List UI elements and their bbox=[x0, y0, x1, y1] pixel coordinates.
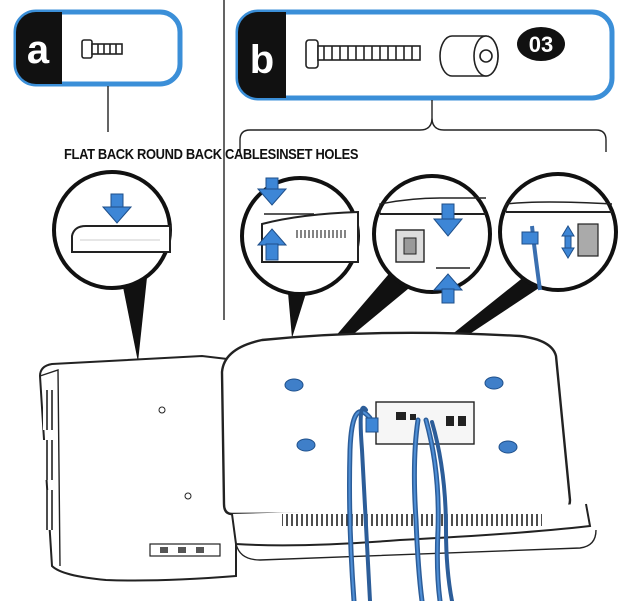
arrow-down-icon bbox=[101, 193, 133, 224]
mount-hole bbox=[498, 440, 518, 454]
caption-cables: CABLES bbox=[224, 146, 276, 163]
spacer-icon bbox=[439, 35, 499, 77]
detail-flat-back bbox=[52, 170, 172, 362]
short-screw-icon bbox=[81, 39, 123, 59]
mount-hole bbox=[484, 376, 504, 390]
arrow-up-icon bbox=[256, 228, 288, 261]
panel-a: a bbox=[13, 9, 183, 132]
mount-hole bbox=[284, 378, 304, 392]
arrow-up-icon bbox=[432, 273, 464, 304]
arrow-down-icon bbox=[256, 177, 288, 206]
monitor-flat-back bbox=[38, 354, 237, 582]
part-number-text: 03 bbox=[529, 32, 553, 57]
caption-round-back: ROUND BACK bbox=[137, 146, 222, 163]
panel-b: b 03 bbox=[235, 9, 615, 152]
detail-round-back bbox=[240, 176, 360, 338]
long-screw-icon bbox=[305, 39, 421, 69]
caption-flat-back: FLAT BACK bbox=[64, 146, 134, 163]
detail-captions: FLAT BACK ROUND BACK CABLESINSET HOLES bbox=[64, 146, 359, 163]
mount-hole bbox=[296, 438, 316, 452]
panel-a-letter: a bbox=[27, 28, 50, 72]
part-number-badge bbox=[517, 27, 565, 61]
cable-bundle bbox=[347, 406, 454, 601]
panel-b-letter: b bbox=[250, 38, 274, 82]
double-arrow-icon bbox=[561, 225, 575, 259]
caption-inset-holes: INSET HOLES bbox=[275, 146, 359, 163]
monitor-round-back bbox=[220, 331, 597, 601]
arrow-down-icon bbox=[432, 203, 464, 237]
